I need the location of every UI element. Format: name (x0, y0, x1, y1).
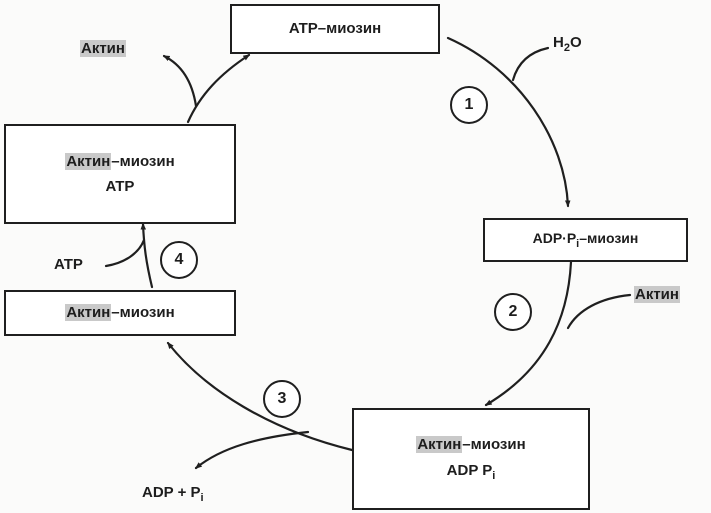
step-1-circle: 1 (450, 86, 488, 124)
label-actin-in: Актин (634, 286, 680, 303)
node-actin-myosin-atp-line2: ATP (105, 178, 135, 195)
arrow-actin-myosin-adp-to-actin-myosin (166, 341, 354, 452)
node-actin-myosin-atp-line1: Актин–миозин (65, 152, 175, 170)
arrow-actin-myosin-to-actin-myosin-atp (140, 222, 154, 289)
label-atp-in: ATP (54, 256, 83, 273)
node-actin-myosin-adp-pi-line1: Актин–миозин (416, 436, 526, 454)
arrow-water-in (511, 46, 550, 82)
arrow-actin-myosin-atp-to-atp-myosin (186, 53, 251, 124)
node-adp-pi-myosin: ADP·Pi–миозин (483, 218, 688, 262)
node-atp-myosin-label: ATP–миозин (288, 20, 382, 38)
node-actin-myosin-atp: Актин–миозин ATP (4, 124, 236, 224)
arrow-atp-in (104, 238, 146, 268)
arrow-actin-out (162, 54, 198, 108)
node-actin-myosin-label: Актин–миозин (65, 304, 175, 322)
label-products: ADP + Pi (142, 484, 204, 504)
arrow-atp-myosin-to-adp-pi-myosin (446, 36, 571, 208)
node-atp-myosin: ATP–миозин (230, 4, 440, 54)
step-3-circle: 3 (263, 380, 301, 418)
label-water: H2O (553, 34, 582, 54)
arrow-actin-in (566, 293, 632, 330)
arrow-adp-pi-myosin-to-actin-myosin-adp (484, 260, 573, 407)
node-adp-pi-myosin-label: ADP·Pi–миозин (532, 229, 639, 250)
arrow-products-out (194, 430, 310, 470)
step-2-circle: 2 (494, 293, 532, 331)
node-actin-myosin-adp-pi: Актин–миозин ADP Pi (352, 408, 590, 510)
step-4-circle: 4 (160, 241, 198, 279)
node-actin-myosin-adp-pi-line2: ADP Pi (446, 461, 496, 482)
label-actin-out: Актин (80, 40, 126, 57)
node-actin-myosin: Актин–миозин (4, 290, 236, 336)
